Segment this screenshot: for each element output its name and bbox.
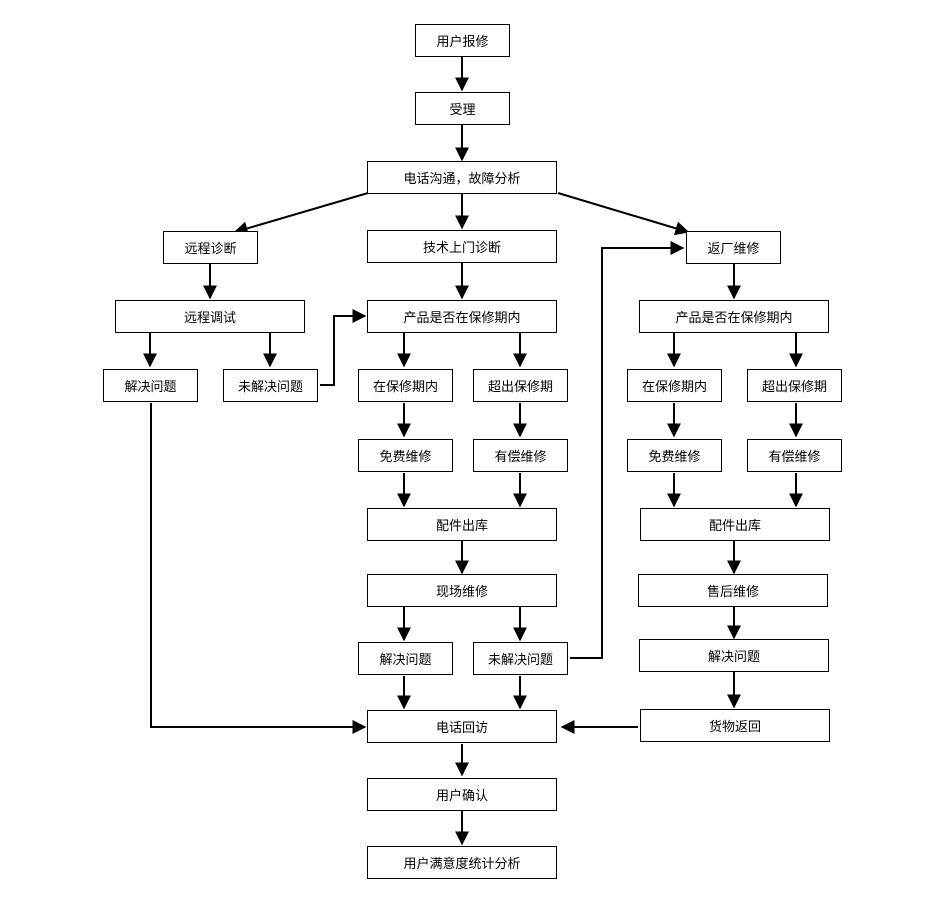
node-remote-debug-label: 远程调试	[183, 311, 236, 326]
node-user-report-label: 用户报修	[436, 35, 489, 50]
node-onsite-repair: 现场维修	[367, 574, 557, 607]
node-remote-unsolved-label: 未解决问题	[237, 380, 303, 395]
node-phone-analysis-label: 电话沟通，故障分析	[403, 172, 521, 187]
node-remote-diagnosis: 远程诊断	[163, 231, 258, 264]
node-remote-debug: 远程调试	[115, 300, 305, 333]
arrow-remote-solved-to-followup	[150, 403, 367, 734]
node-satisfaction-stats-label: 用户满意度统计分析	[403, 857, 521, 872]
node-onsite-in-warranty-label: 在保修期内	[372, 380, 438, 395]
node-onsite-solved: 解决问题	[358, 642, 453, 675]
node-onsite-out-warranty-label: 超出保修期	[487, 380, 553, 395]
node-factory-paid-repair: 有偿维修	[747, 439, 842, 472]
node-factory-warranty-check: 产品是否在保修期内	[639, 300, 829, 333]
node-onsite-unsolved: 未解决问题	[473, 642, 568, 675]
node-onsite-repair-label: 现场维修	[435, 585, 488, 600]
node-factory-out-warranty: 超出保修期	[747, 369, 842, 402]
node-accept: 受理	[415, 92, 510, 125]
node-onsite-free-repair: 免费维修	[358, 439, 453, 472]
node-onsite-free-repair-label: 免费维修	[379, 450, 432, 465]
node-onsite-diagnosis: 技术上门诊断	[367, 230, 557, 263]
node-user-confirm: 用户确认	[367, 778, 557, 811]
arrow-onsite-unsolved-to-factory	[570, 241, 685, 659]
node-factory-in-warranty-label: 在保修期内	[641, 380, 707, 395]
node-after-sales-repair: 售后维修	[638, 574, 828, 607]
node-factory-parts-out-label: 配件出库	[708, 519, 761, 534]
node-factory-free-repair: 免费维修	[627, 439, 722, 472]
node-factory-in-warranty: 在保修期内	[627, 369, 722, 402]
node-goods-return: 货物返回	[640, 709, 830, 742]
node-factory-warranty-check-label: 产品是否在保修期内	[675, 311, 793, 326]
node-return-factory-label: 返厂维修	[707, 242, 760, 257]
node-goods-return-label: 货物返回	[708, 720, 761, 735]
node-factory-free-repair-label: 免费维修	[648, 450, 701, 465]
node-onsite-unsolved-label: 未解决问题	[487, 653, 553, 668]
node-phone-followup-label: 电话回访	[435, 721, 488, 736]
node-user-report: 用户报修	[415, 24, 510, 57]
node-onsite-paid-repair-label: 有偿维修	[494, 450, 547, 465]
node-factory-paid-repair-label: 有偿维修	[768, 450, 821, 465]
node-after-sales-repair-label: 售后维修	[706, 585, 759, 600]
node-onsite-parts-out: 配件出库	[367, 508, 557, 541]
node-satisfaction-stats: 用户满意度统计分析	[367, 846, 557, 879]
node-return-factory: 返厂维修	[686, 231, 781, 264]
node-accept-label: 受理	[449, 103, 476, 118]
node-onsite-paid-repair: 有偿维修	[473, 439, 568, 472]
node-phone-followup: 电话回访	[367, 710, 557, 743]
arrow-phone-to-remote	[233, 192, 369, 236]
arrow-remote-unsolved-to-onsite-check	[320, 309, 367, 386]
node-onsite-diagnosis-label: 技术上门诊断	[422, 241, 501, 256]
node-factory-solved-label: 解决问题	[707, 650, 760, 665]
node-factory-parts-out: 配件出库	[640, 508, 830, 541]
node-factory-solved: 解决问题	[639, 639, 829, 672]
node-remote-solved-label: 解决问题	[124, 380, 177, 395]
node-phone-analysis: 电话沟通，故障分析	[367, 161, 557, 194]
node-remote-diagnosis-label: 远程诊断	[184, 242, 237, 257]
node-onsite-warranty-check: 产品是否在保修期内	[367, 300, 557, 333]
node-onsite-out-warranty: 超出保修期	[473, 369, 568, 402]
node-remote-solved: 解决问题	[103, 369, 198, 402]
node-onsite-in-warranty: 在保修期内	[358, 369, 453, 402]
node-factory-out-warranty-label: 超出保修期	[761, 380, 827, 395]
node-onsite-parts-out-label: 配件出库	[435, 519, 488, 534]
node-remote-unsolved: 未解决问题	[223, 369, 318, 402]
node-onsite-warranty-check-label: 产品是否在保修期内	[403, 311, 521, 326]
node-user-confirm-label: 用户确认	[435, 789, 488, 804]
arrow-phone-to-factory	[557, 192, 690, 236]
node-onsite-solved-label: 解决问题	[379, 653, 432, 668]
